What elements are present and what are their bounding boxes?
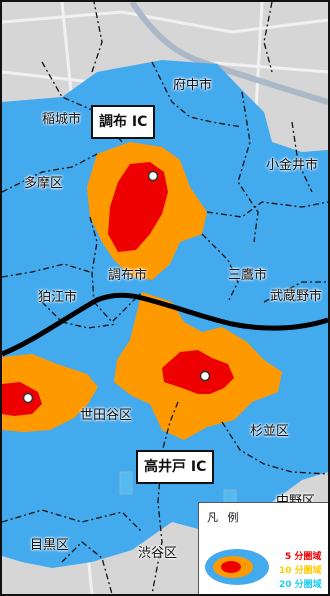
place-label-meguro: 目黒区 [30, 538, 70, 553]
place-label-setagaya: 世田谷区 [80, 408, 133, 423]
place-label-chofu-city: 調布市 [108, 268, 148, 283]
place-label-musashino: 武蔵野市 [270, 289, 323, 304]
zone-5-area-chofu [108, 162, 168, 252]
place-label-koganei: 小金井市 [266, 158, 319, 173]
ic-label-chofu: 調布 IC [91, 105, 156, 139]
legend-swatch [205, 549, 269, 585]
legend-item-5: 5 分圏域 [285, 552, 322, 562]
legend-title: 凡 例 [207, 511, 242, 524]
ic-label-takaido: 高井戸 IC [136, 450, 215, 484]
legend: 凡 例 5 分圏域 10 分圏域 20 分圏域 [198, 502, 328, 594]
zone-5-area-west [2, 382, 42, 416]
place-label-tama: 多摩区 [24, 176, 64, 191]
zone-5-area-setagaya [162, 350, 234, 394]
legend-zone-5-swatch [221, 561, 241, 573]
legend-item-10: 10 分圏域 [279, 566, 322, 576]
station-marker [119, 471, 133, 495]
place-label-inagi: 稲城市 [42, 112, 82, 127]
place-label-suginami: 杉並区 [250, 424, 290, 439]
place-label-komae: 狛江市 [38, 290, 78, 305]
river [129, 2, 328, 105]
ic-point-west [22, 392, 34, 404]
ic-point-chofu [147, 170, 159, 182]
place-label-fuchu: 府中市 [173, 78, 213, 93]
place-label-mitaka: 三鷹市 [228, 268, 268, 283]
place-label-shibuya: 渋谷区 [138, 546, 178, 561]
legend-item-20: 20 分圏域 [279, 580, 322, 590]
ic-point-takaido [199, 370, 211, 382]
expressway [2, 292, 328, 357]
